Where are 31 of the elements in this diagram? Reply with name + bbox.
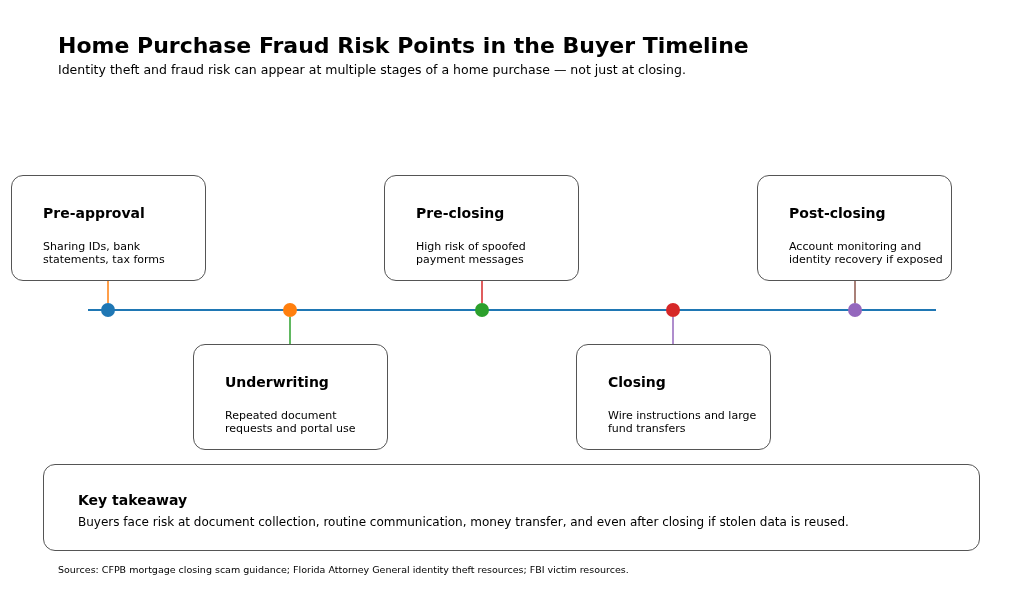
timeline-dot — [666, 303, 680, 317]
stage-card — [757, 175, 952, 281]
connector-line — [672, 316, 674, 345]
stage-heading: Underwriting — [225, 374, 329, 390]
stage-heading: Closing — [608, 374, 666, 390]
takeaway-card — [43, 464, 980, 551]
stage-description: Repeated document requests and portal use — [225, 409, 357, 435]
stage-heading: Post-closing — [789, 205, 886, 221]
timeline-dot — [101, 303, 115, 317]
stage-description: Buyers face risk at document collection, routine communication, money transfer, and even after closing if stolen data is reused. — [78, 515, 850, 530]
diagram-title: Home Purchase Fraud Risk Points in the Buyer Timeline — [58, 33, 749, 58]
subtitle: Identity theft and fraud risk can appear at multiple stages of a home purchase — not just at closing. — [58, 62, 686, 77]
stage-card — [384, 175, 579, 281]
source-note: Sources: CFPB mortgage closing scam guidance; Florida Attorney General identity theft resources; FBI victim resources. — [58, 564, 629, 575]
stage-description: Sharing IDs, bank statements, tax forms — [43, 240, 166, 266]
stage-description: High risk of spoofed payment messages — [416, 240, 527, 266]
connector-line — [854, 280, 856, 304]
connector-line — [481, 280, 483, 304]
stage-card — [576, 344, 771, 450]
stage-card — [11, 175, 206, 281]
stage-heading: Key takeaway — [78, 492, 188, 508]
stage-heading: Pre-closing — [416, 205, 505, 221]
timeline-dot — [283, 303, 297, 317]
timeline-dot — [848, 303, 862, 317]
stage-heading: Pre-approval — [43, 205, 145, 221]
stage-description: Wire instructions and large fund transfers — [608, 409, 758, 435]
timeline-dot — [475, 303, 489, 317]
stage-card — [193, 344, 388, 450]
connector-line — [289, 316, 291, 345]
stage-description: Account monitoring and identity recovery if exposed — [789, 240, 944, 266]
connector-line — [107, 280, 109, 304]
